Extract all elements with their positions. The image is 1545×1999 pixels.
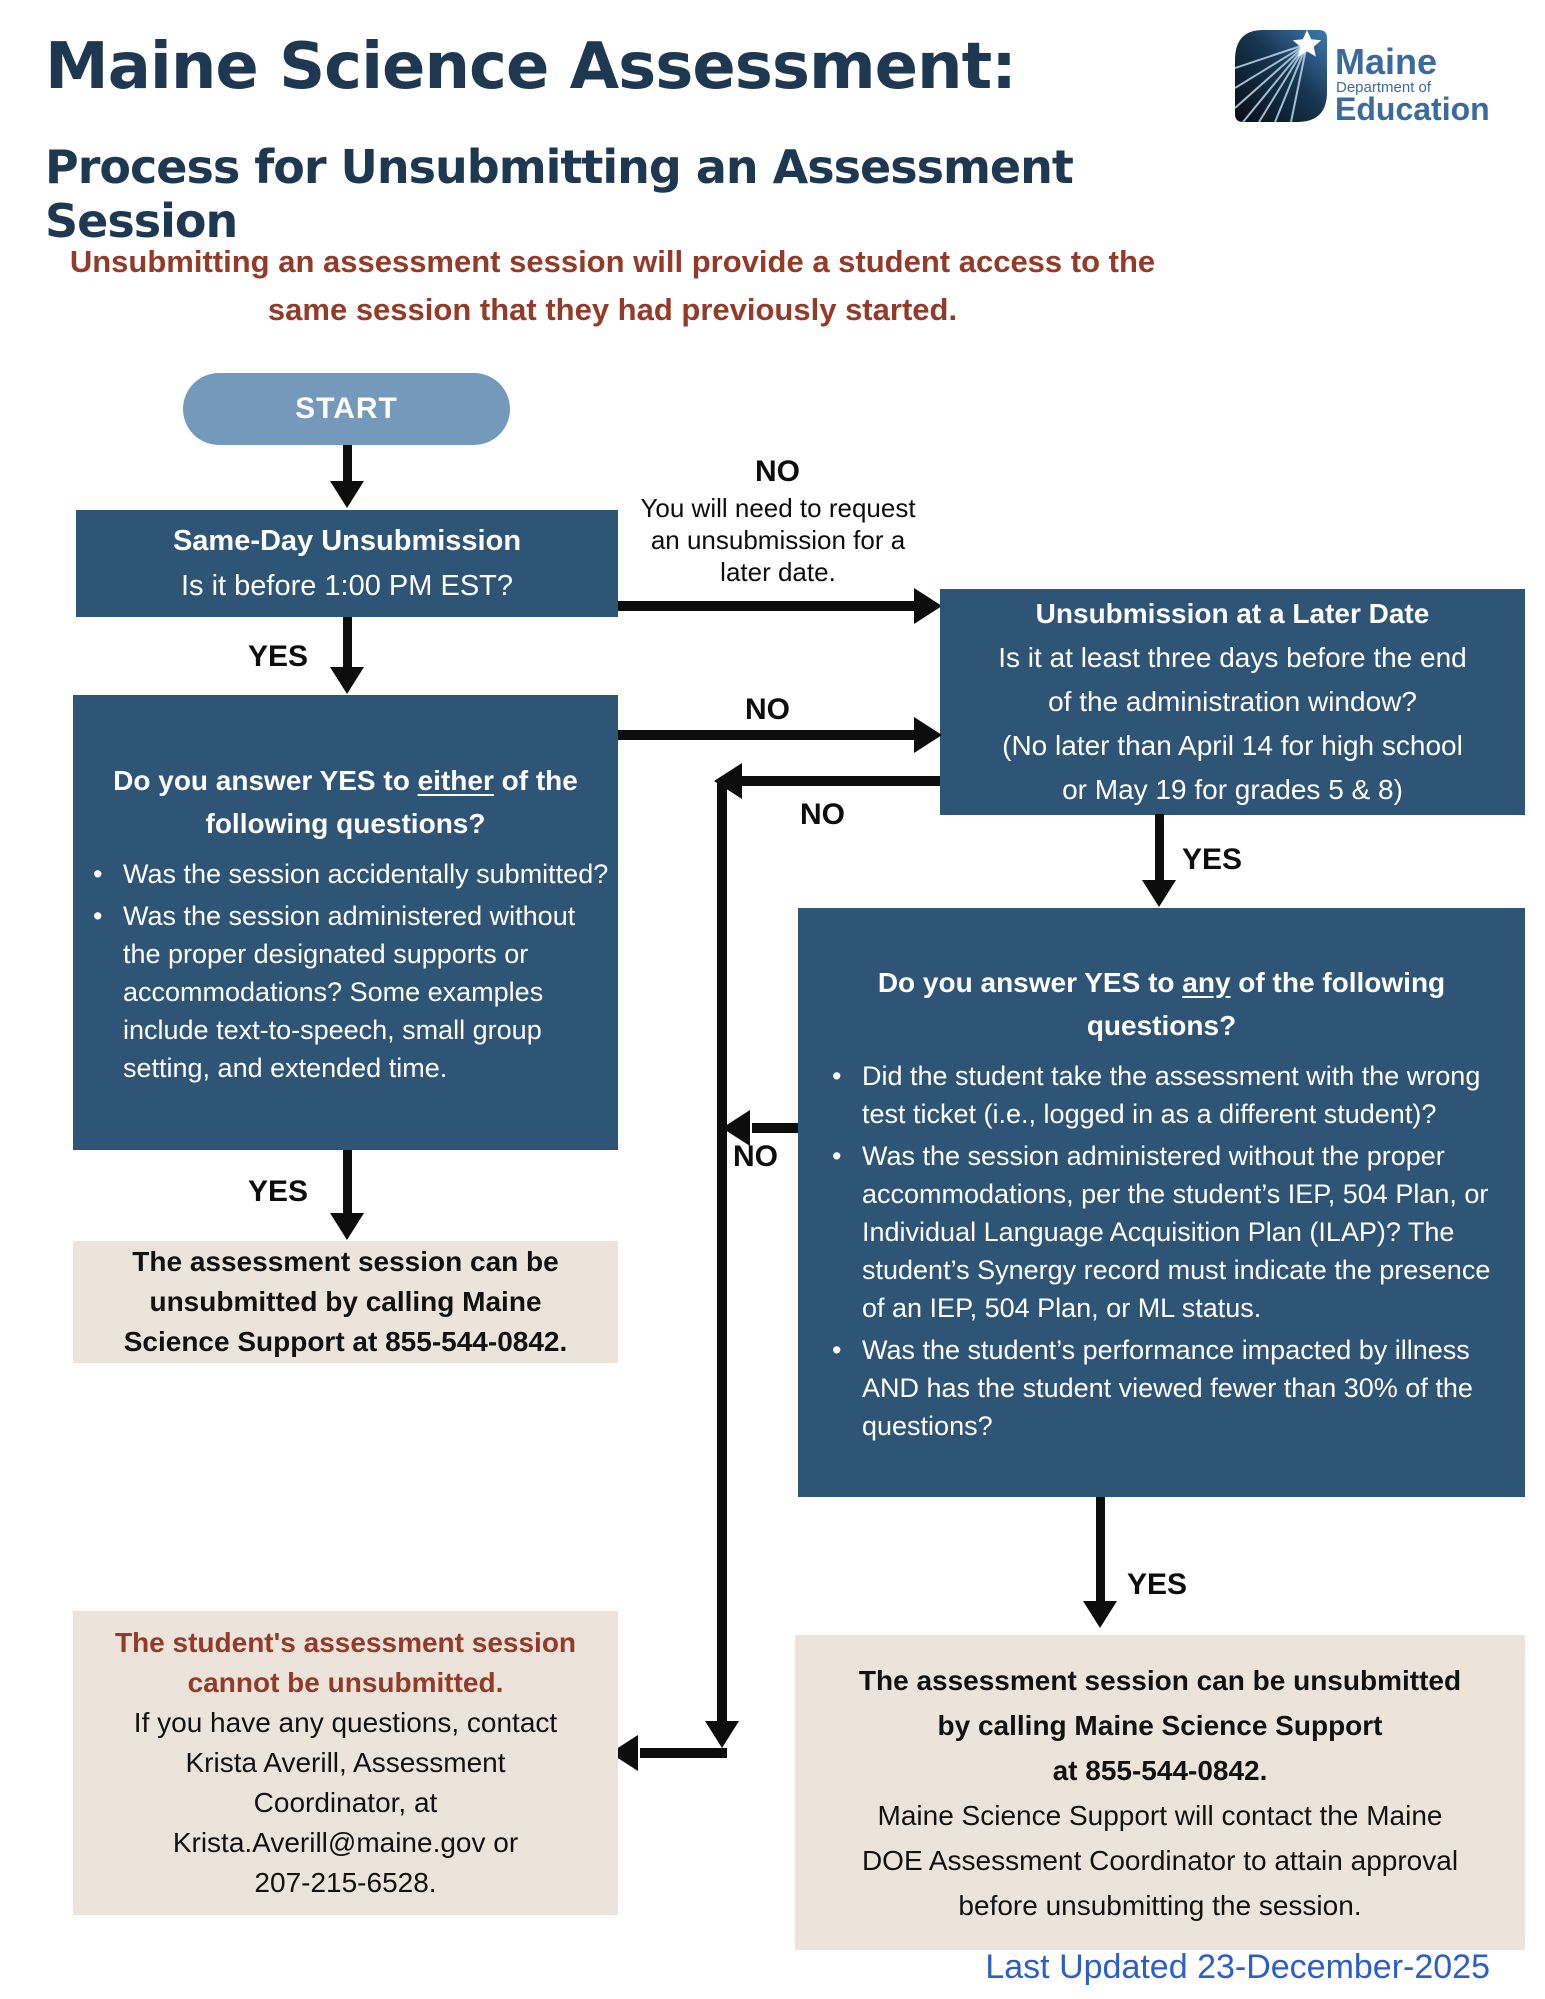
either-title-line-2: following questions? xyxy=(205,807,486,839)
result-box-cannot-unsubmit: The student's assessment session cannot … xyxy=(73,1611,618,1915)
decision-box-either: Do you answer YES to either of the follo… xyxy=(73,695,618,1150)
arrow-same-day-to-later xyxy=(618,601,918,611)
any-bullet-list: Did the student take the assessment with… xyxy=(798,1053,1525,1445)
arrow-any-to-call xyxy=(1096,1497,1105,1603)
cannot-line-2: Krista Averill, Assessment xyxy=(185,1747,506,1778)
later-date-line-3: (No later than April 14 for high school xyxy=(1002,730,1463,761)
either-title-post: of the xyxy=(493,764,578,796)
arrow-same-day-to-either xyxy=(343,617,352,669)
either-bullet-2: Was the session administered without the… xyxy=(73,897,612,1087)
any-title-pre: Do you answer YES to xyxy=(877,966,1183,998)
cannot-line-red-2: cannot be unsubmitted. xyxy=(187,1667,504,1698)
call-later-line-3: before unsubmitting the session. xyxy=(958,1889,1362,1921)
can-unsubmit-line-2: unsubmitted by calling Maine xyxy=(149,1286,542,1317)
yes-label-4: YES xyxy=(1127,1568,1188,1601)
arrow-head-down xyxy=(705,1721,739,1748)
same-day-title: Same-Day Unsubmission xyxy=(172,524,522,557)
no-note-line-1: You will need to request xyxy=(640,493,916,523)
arrow-head-left xyxy=(722,1110,750,1146)
yes-label-1: YES xyxy=(248,640,309,673)
any-bullet-2: Was the session administered without the… xyxy=(812,1137,1511,1327)
logo-text-dept: Department of xyxy=(1336,79,1432,96)
arrow-head-right xyxy=(914,588,942,624)
call-later-bold-1: The assessment session can be unsubmitte… xyxy=(858,1664,1462,1696)
arrow-start-to-same-day xyxy=(343,445,352,483)
decision-box-same-day: Same-Day Unsubmission Is it before 1:00 … xyxy=(76,510,618,617)
yes-label-2: YES xyxy=(1182,843,1243,876)
intro-text: Unsubmitting an assessment session will … xyxy=(0,238,1225,334)
any-title-underlined: any xyxy=(1182,966,1231,998)
intro-line-2: same session that they had previously st… xyxy=(267,292,958,327)
no-label-2: NO xyxy=(745,693,790,726)
arrow-head-down xyxy=(330,667,364,694)
can-unsubmit-line-1: The assessment session can be xyxy=(132,1246,559,1277)
either-bullet-list: Was the session accidentally submitted? … xyxy=(73,851,618,1087)
arrow-any-no xyxy=(752,1123,798,1133)
logo-text-maine: Maine xyxy=(1335,41,1437,82)
call-later-bold-2: by calling Maine Science Support xyxy=(937,1709,1383,1741)
no-note-line-2: an unsubmission for a xyxy=(650,525,906,555)
any-title-post: of the following xyxy=(1230,966,1446,998)
arrow-either-to-call xyxy=(343,1150,352,1215)
cannot-line-5: 207-215-6528. xyxy=(254,1867,437,1898)
can-unsubmit-line-3: Science Support at 855-544-0842. xyxy=(123,1326,568,1357)
arrow-no-vertical-line xyxy=(717,781,727,1723)
either-title-underlined: either xyxy=(417,764,494,796)
result-box-can-unsubmit-later: The assessment session can be unsubmitte… xyxy=(795,1635,1525,1950)
logo-text-education: Education xyxy=(1335,91,1490,127)
later-date-line-4: or May 19 for grades 5 & 8) xyxy=(1062,774,1403,805)
arrow-later-to-any xyxy=(1155,814,1164,882)
arrow-head-down xyxy=(1083,1601,1117,1628)
intro-line-1: Unsubmitting an assessment session will … xyxy=(69,244,1156,279)
either-bullet-1: Was the session accidentally submitted? xyxy=(73,855,612,893)
result-box-can-unsubmit: The assessment session can be unsubmitte… xyxy=(73,1241,618,1363)
arrow-head-down xyxy=(1142,880,1176,907)
call-later-bold-3: at 855-544-0842. xyxy=(1052,1754,1268,1786)
arrow-head-down xyxy=(330,1213,364,1240)
doe-logo-graphic: Maine Department of Education xyxy=(1235,30,1490,127)
maine-doe-logo: Maine Department of Education xyxy=(1233,28,1513,128)
any-title-line-1: Do you answer YES to any of the followin… xyxy=(798,961,1525,1004)
cannot-line-4: Krista.Averill@maine.gov or xyxy=(172,1827,519,1858)
no-note-text: You will need to request an unsubmission… xyxy=(628,492,928,588)
arrow-head-down xyxy=(330,481,364,508)
any-bullet-3: Was the student’s performance impacted b… xyxy=(812,1331,1511,1445)
page-subtitle: Process for Unsubmitting an Assessment S… xyxy=(45,140,1074,248)
light-rays xyxy=(1235,43,1308,122)
later-date-line-2: of the administration window? xyxy=(1048,686,1417,717)
last-updated-note: Last Updated 23-December-2025 xyxy=(985,1948,1490,1986)
star-icon xyxy=(1292,30,1322,57)
no-label-4: NO xyxy=(733,1140,778,1173)
later-date-line-1: Is it at least three days before the end xyxy=(998,642,1467,673)
decision-box-later-date: Unsubmission at a Later Date Is it at le… xyxy=(940,589,1525,815)
arrow-head-right xyxy=(914,717,942,753)
no-label-3: NO xyxy=(800,798,845,831)
arrow-either-to-later xyxy=(618,730,918,740)
page-title: Maine Science Assessment: xyxy=(45,30,1017,104)
either-title-line-1: Do you answer YES to either of the xyxy=(73,759,618,802)
cannot-line-3: Coordinator, at xyxy=(253,1787,438,1818)
arrow-later-no-horizontal xyxy=(742,776,940,786)
no-note-line-3: later date. xyxy=(720,557,836,587)
call-later-line-2: DOE Assessment Coordinator to attain app… xyxy=(861,1844,1459,1876)
start-node: START xyxy=(183,373,510,445)
call-later-line-1: Maine Science Support will contact the M… xyxy=(877,1799,1443,1831)
cannot-line-red-1: The student's assessment session xyxy=(114,1627,577,1658)
any-title-line-2: questions? xyxy=(1086,1009,1237,1041)
decision-box-any: Do you answer YES to any of the followin… xyxy=(798,908,1525,1497)
any-bullet-1: Did the student take the assessment with… xyxy=(812,1057,1511,1133)
cannot-line-1: If you have any questions, contact xyxy=(133,1707,558,1738)
no-label-1: NO xyxy=(755,455,800,488)
arrow-no-bottom-stub xyxy=(640,1748,727,1758)
later-date-title: Unsubmission at a Later Date xyxy=(1035,598,1430,629)
either-title-pre: Do you answer YES to xyxy=(113,764,418,796)
yes-label-3: YES xyxy=(248,1175,309,1208)
same-day-question: Is it before 1:00 PM EST? xyxy=(180,569,514,602)
